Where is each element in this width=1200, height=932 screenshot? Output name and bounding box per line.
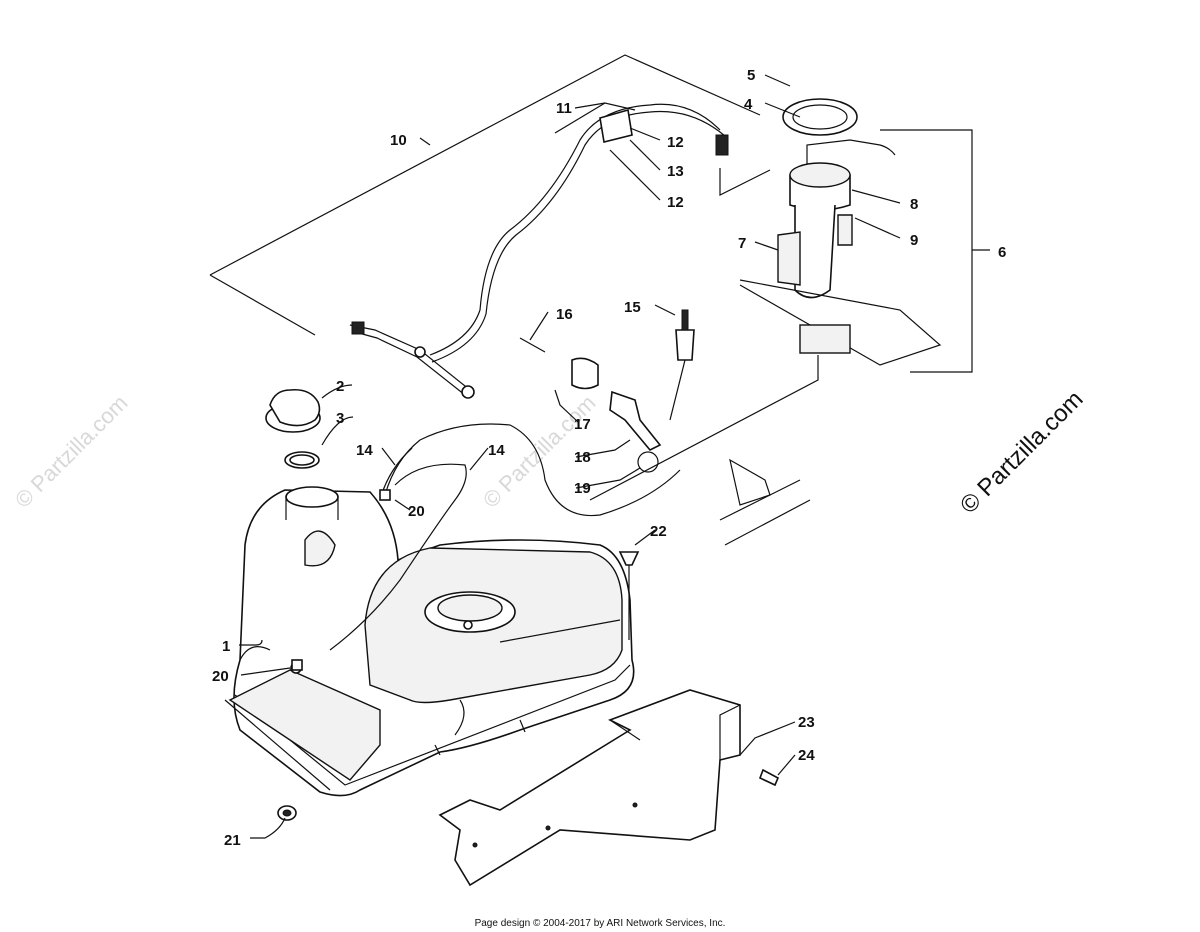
callout-24: 24 bbox=[798, 747, 815, 764]
fuel-pump-part bbox=[715, 98, 942, 366]
vent-valve-part bbox=[519, 309, 811, 546]
callout-23: 23 bbox=[798, 714, 815, 731]
callout-12-top: 12 bbox=[667, 134, 684, 151]
callout-2: 2 bbox=[336, 378, 344, 395]
callout-9: 9 bbox=[910, 232, 918, 249]
connector-line-pump bbox=[589, 355, 819, 501]
callout-22: 22 bbox=[650, 523, 667, 540]
callout-1: 1 bbox=[222, 638, 230, 655]
callout-3: 3 bbox=[336, 410, 344, 427]
callout-6: 6 bbox=[998, 244, 1006, 261]
callout-8: 8 bbox=[910, 196, 918, 213]
callout-20-bottom: 20 bbox=[212, 668, 229, 685]
callout-5: 5 bbox=[747, 67, 755, 84]
bracket-10 bbox=[209, 54, 761, 336]
callout-15: 15 bbox=[624, 299, 641, 316]
bracket-6 bbox=[880, 129, 973, 373]
callout-4: 4 bbox=[744, 96, 753, 113]
gas-cap-part bbox=[265, 388, 321, 469]
callout-13: 13 bbox=[667, 163, 684, 180]
callout-12-bottom: 12 bbox=[667, 194, 684, 211]
callout-14-left: 14 bbox=[356, 442, 373, 459]
callout-19: 19 bbox=[574, 480, 591, 497]
callout-17: 17 bbox=[574, 416, 591, 433]
leader-lines bbox=[239, 74, 990, 839]
callout-18: 18 bbox=[574, 449, 591, 466]
skid-plate-part bbox=[438, 689, 741, 887]
callout-labels: 1 2 3 4 5 6 7 8 9 10 11 12 13 12 14 14 1… bbox=[212, 67, 1006, 849]
callout-20-top: 20 bbox=[408, 503, 425, 520]
fasteners-part bbox=[277, 489, 780, 821]
fuel-tank-part bbox=[224, 486, 635, 797]
callout-14-right: 14 bbox=[488, 442, 505, 459]
callout-11: 11 bbox=[556, 100, 572, 117]
callout-10: 10 bbox=[390, 132, 407, 149]
callout-16: 16 bbox=[556, 306, 573, 323]
footer-copyright: Page design © 2004-2017 by ARI Network S… bbox=[474, 918, 726, 929]
vent-hose-part bbox=[349, 103, 726, 399]
callout-7: 7 bbox=[738, 235, 746, 252]
callout-21: 21 bbox=[224, 832, 241, 849]
